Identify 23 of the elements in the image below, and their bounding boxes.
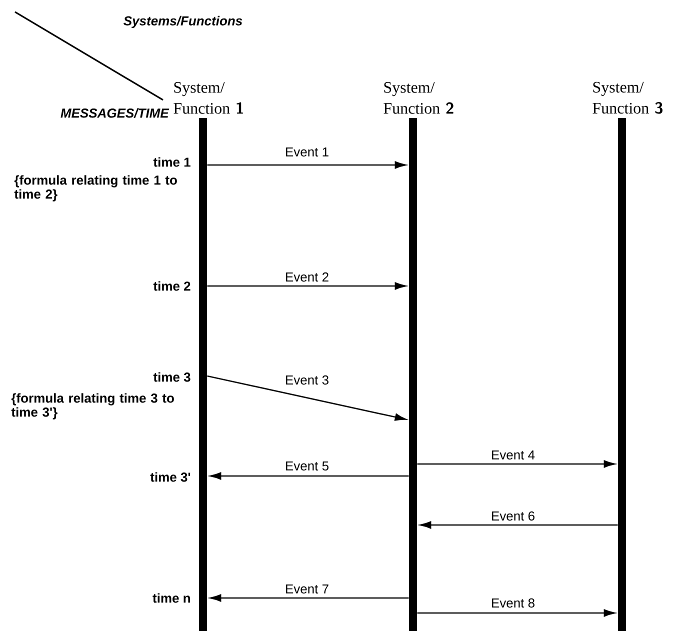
edge-label: Event 6 [492, 511, 534, 521]
edge-label: Event 8 [492, 598, 534, 608]
formula-note: {formula relating time 1 to time 2} [14, 175, 177, 202]
arrow [210, 472, 409, 480]
arrow [210, 594, 409, 602]
edge-label: Event 7 [286, 584, 328, 594]
edge-label: Event 1 [286, 147, 328, 157]
edge-label: Event 5 [286, 461, 328, 471]
arrow [420, 521, 618, 529]
arrow [417, 460, 615, 468]
axis-label: Systems/Functions [124, 16, 242, 28]
edge-label: Event 2 [286, 272, 328, 282]
axis-label: MESSAGES/TIME [60, 108, 170, 118]
arrow [207, 161, 406, 169]
lifeline-heading: System/ Function 1 [174, 82, 243, 114]
arrow [417, 609, 615, 617]
arrow [207, 375, 406, 421]
lifeline-heading: System/ Function 2 [384, 82, 454, 114]
edge-label: Event 4 [492, 450, 535, 460]
formula-note: {formula relating time 3 to time 3'} [11, 393, 174, 420]
arrow [207, 282, 406, 290]
edge-label: Event 3 [286, 375, 328, 385]
lifeline-heading: System/ Function 3 [592, 82, 662, 114]
